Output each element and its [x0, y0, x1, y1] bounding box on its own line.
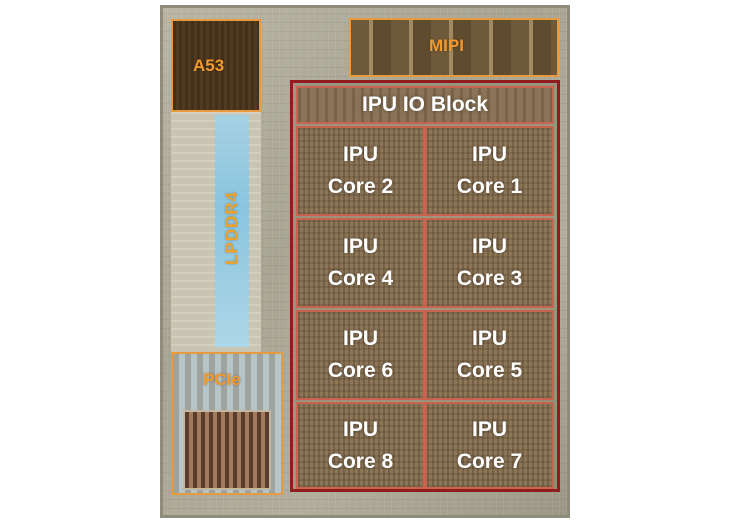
- ipu-core-number: Core 6: [327, 359, 394, 382]
- ipu-region: IPU IO Block IPU Core 2 IPU Core 1 IPU C…: [290, 80, 560, 492]
- ipu-core-2: IPU Core 2: [296, 126, 425, 216]
- ipu-core-title: IPU: [471, 327, 507, 350]
- a53-block: A53: [171, 19, 261, 112]
- lpddr4-block: [171, 112, 261, 354]
- ipu-core-title: IPU: [342, 235, 378, 258]
- ipu-core-4: IPU Core 4: [296, 218, 425, 308]
- mipi-label: MIPI: [429, 36, 464, 55]
- ipu-core-number: Core 8: [327, 449, 394, 473]
- ipu-core-6: IPU Core 6: [296, 310, 425, 400]
- pcie-pad-grid: [185, 412, 269, 488]
- ipu-core-number: Core 3: [456, 267, 523, 290]
- ipu-core-number: Core 7: [456, 449, 523, 473]
- lpddr4-label: LPDDR4: [222, 190, 241, 266]
- ipu-core-1: IPU Core 1: [425, 126, 554, 216]
- ipu-core-8: IPU Core 8: [296, 402, 425, 489]
- lpddr4-memory-area: [215, 115, 249, 347]
- ipu-core-title: IPU: [471, 143, 507, 166]
- a53-label: A53: [193, 56, 225, 75]
- pcie-label: PCIe: [203, 370, 241, 389]
- mipi-block: MIPI: [349, 18, 559, 77]
- ipu-core-number: Core 5: [456, 359, 523, 382]
- pcie-block: PCIe: [171, 352, 283, 495]
- ipu-core-title: IPU: [342, 417, 378, 441]
- ipu-core-7: IPU Core 7: [425, 402, 554, 489]
- ipu-core-title: IPU: [471, 235, 507, 258]
- ipu-core-title: IPU: [342, 327, 378, 350]
- ipu-core-number: Core 4: [327, 267, 394, 290]
- ipu-core-title: IPU: [471, 417, 507, 441]
- ipu-core-number: Core 2: [327, 175, 394, 198]
- ipu-io-block: IPU IO Block: [296, 86, 554, 124]
- ipu-core-number: Core 1: [456, 175, 523, 198]
- ipu-core-3: IPU Core 3: [425, 218, 554, 308]
- ipu-core-5: IPU Core 5: [425, 310, 554, 400]
- ipu-core-title: IPU: [342, 143, 378, 166]
